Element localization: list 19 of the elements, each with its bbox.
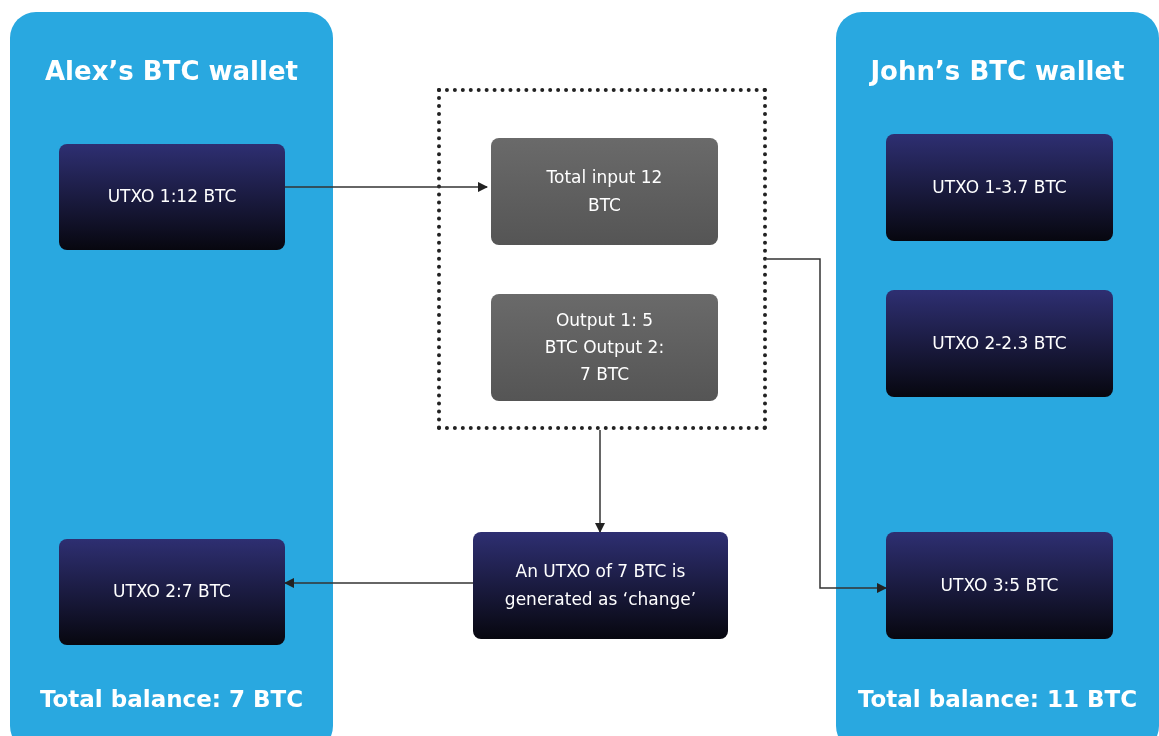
arrow <box>766 258 888 594</box>
balance-text: Total balance: 7 BTC <box>38 686 305 712</box>
arrow <box>594 429 606 534</box>
wallet-panel <box>10 12 333 736</box>
wallet-panel <box>836 12 1159 736</box>
balance-text: Total balance: 11 BTC <box>856 686 1139 712</box>
transaction-group <box>437 88 767 430</box>
wallet-title: Alex’s BTC wallet <box>44 56 299 86</box>
wallet-title: John’s BTC wallet <box>868 56 1126 86</box>
arrow <box>283 577 474 589</box>
utxo-box: UTXO 1:12 BTC <box>59 144 285 250</box>
utxo-box: UTXO 1-3.7 BTC <box>886 134 1113 241</box>
arrow <box>284 181 489 193</box>
utxo-box: UTXO 2:7 BTC <box>59 539 285 645</box>
utxo-box: An UTXO of 7 BTC is generated as ‘change’ <box>473 532 728 639</box>
utxo-box: UTXO 2-2.3 BTC <box>886 290 1113 397</box>
transaction-box: Output 1: 5 BTC Output 2: 7 BTC <box>491 294 718 401</box>
transaction-box: Total input 12 BTC <box>491 138 718 245</box>
utxo-box: UTXO 3:5 BTC <box>886 532 1113 639</box>
